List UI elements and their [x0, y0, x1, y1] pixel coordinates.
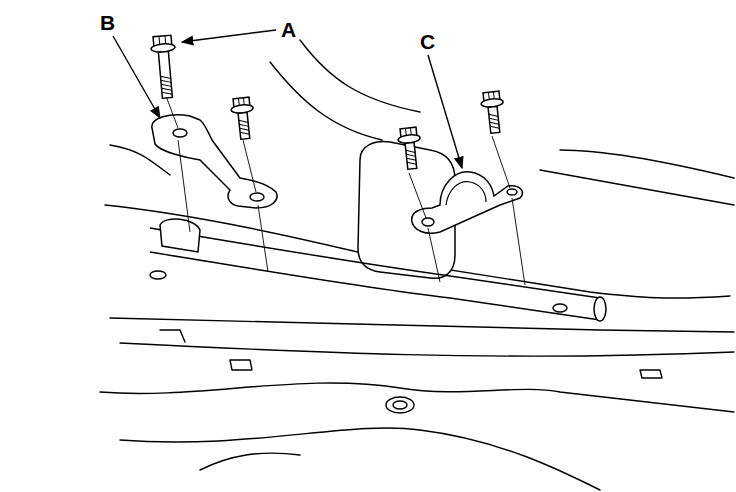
- callout-letter: B: [99, 12, 116, 33]
- callout-letter: A: [280, 19, 297, 40]
- callout-letter: C: [419, 31, 436, 52]
